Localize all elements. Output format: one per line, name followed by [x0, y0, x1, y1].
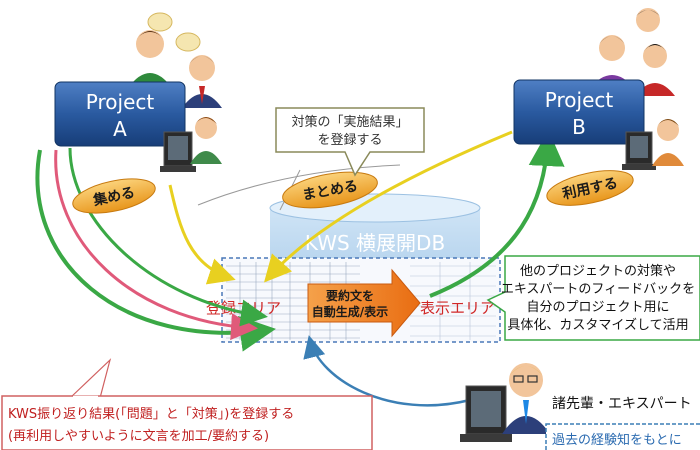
- kws-line2: (再利用しやすいように文言を加工/要約する): [8, 429, 269, 444]
- person-b4-icon: [652, 119, 684, 166]
- computer-expert-icon: [460, 385, 512, 442]
- project-b-box[interactable]: [513, 79, 645, 145]
- project-b-line2: B: [572, 115, 586, 139]
- summary-line1: 要約文を: [326, 288, 374, 303]
- register-area-label: 登録エリア: [206, 299, 281, 317]
- yellow-arrow-summarize: [263, 130, 513, 283]
- computer-b-icon: [622, 131, 656, 170]
- feedback-line4: 具体化、カスタマイズして活用: [507, 317, 688, 333]
- green-arrow-left-inner: [68, 147, 268, 327]
- summarize-oval: まとめる: [282, 171, 378, 209]
- expert-person-icon: [502, 363, 550, 434]
- person-b3-icon: [636, 8, 660, 32]
- speech-bubbles-a: [147, 12, 201, 52]
- expert-group: 諸先輩・エキスパート 過去の経験知をもとに: [460, 363, 700, 450]
- flow-arrows: [35, 130, 565, 407]
- summary-arrow: 要約文を 自動生成/表示: [307, 268, 421, 338]
- past-knowledge-callout: 過去の経験知をもとに: [545, 423, 700, 450]
- db-title: KWS 横展開DB: [305, 231, 445, 255]
- register-result-line2: を登録する: [317, 133, 382, 148]
- pink-arrow-left: [54, 149, 258, 341]
- display-area-label: 表示エリア: [420, 299, 495, 317]
- green-arrow-to-b: [429, 130, 565, 298]
- project-a-line2: A: [113, 117, 127, 141]
- feedback-line1: 他のプロジェクトの対策や: [520, 263, 676, 279]
- person-b2-icon: [635, 44, 675, 96]
- register-result-callout: 対策の「実施結果」 を登録する: [275, 107, 425, 177]
- project-a-box[interactable]: [54, 81, 186, 147]
- project-a-line1: Project: [86, 90, 155, 114]
- feedback-line3: 自分のプロジェクト用に: [526, 300, 669, 315]
- feedback-callout: 他のプロジェクトの対策や エキスパートのフィードバックを 自分のプロジェクト用に…: [486, 255, 700, 341]
- past-knowledge-text: 過去の経験知をもとに: [552, 432, 682, 448]
- green-arrow-left-outer: [35, 149, 276, 352]
- kws-line1: KWS振り返り結果(「問題」と「対策」)を登録する: [8, 406, 294, 422]
- summary-line2: 自動生成/表示: [312, 304, 388, 319]
- person-a3-icon: [190, 117, 222, 164]
- feedback-line2: エキスパートのフィードバックを: [501, 282, 695, 297]
- project-b-line1: Project: [545, 88, 614, 112]
- thin-line-project-a: [197, 164, 401, 206]
- use-oval: 利用する: [546, 170, 634, 206]
- project-b-group: Project B: [513, 8, 684, 170]
- register-result-line1: 対策の「実施結果」: [291, 114, 408, 130]
- kws-callout: KWS振り返り結果(「問題」と「対策」)を登録する (再利用しやすいように文言を…: [1, 358, 373, 450]
- computer-a-icon: [160, 131, 196, 172]
- blue-arrow-expert: [303, 335, 471, 407]
- expert-label: 諸先輩・エキスパート: [552, 396, 692, 412]
- project-a-group: Project A: [54, 12, 222, 172]
- collect-oval: 集める: [72, 178, 156, 214]
- yellow-arrow-collect: [168, 184, 236, 285]
- person-a2-icon: [182, 55, 222, 108]
- person-a1-icon: [128, 30, 172, 88]
